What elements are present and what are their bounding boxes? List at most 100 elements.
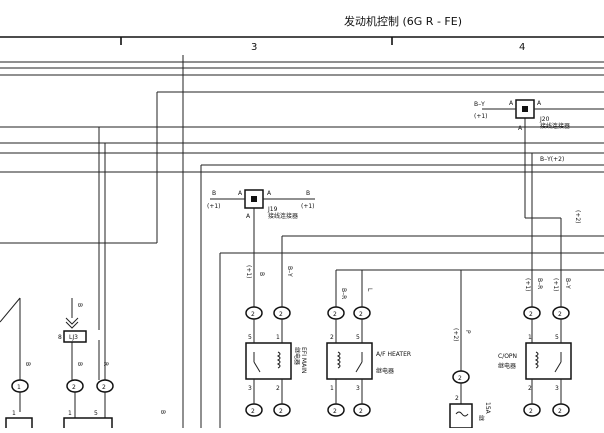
component-left: 1 [5, 410, 33, 433]
svg-text:2: 2 [529, 408, 533, 415]
svg-text:2: 2 [251, 408, 255, 415]
svg-text:EFI MAIN: EFI MAIN [300, 347, 307, 373]
svg-text:5: 5 [555, 334, 559, 341]
svg-text:(+1): (+1) [245, 265, 252, 279]
svg-text:2: 2 [333, 408, 337, 415]
svg-text:A: A [518, 125, 523, 132]
svg-text:2: 2 [455, 395, 459, 402]
harness-lines [0, 61, 604, 271]
svg-text:1: 1 [12, 410, 16, 417]
vertical-wires [0, 55, 562, 428]
svg-text:B: B [24, 362, 31, 366]
svg-text:2: 2 [102, 384, 106, 391]
svg-text:5: 5 [356, 334, 360, 341]
svg-text:1: 1 [330, 385, 334, 392]
pin: 2 [327, 403, 345, 417]
svg-text:2: 2 [276, 385, 280, 392]
svg-text:A: A [509, 100, 514, 107]
svg-text:2: 2 [251, 311, 255, 318]
pin: 2 [353, 403, 371, 417]
pin: 2 [273, 403, 291, 417]
svg-text:继电器: 继电器 [293, 347, 301, 365]
pin: 2 [327, 306, 345, 320]
svg-text:(+2): (+2) [452, 328, 459, 342]
connector-j19: A A A J19 接线连接器 B (+1) B (+1) [207, 189, 315, 220]
svg-text:B–Y: B–Y [474, 101, 485, 108]
svg-text:R: R [102, 362, 109, 366]
pin: 2 [452, 370, 470, 384]
page-title: 发动机控制 (6G R - FE) [344, 14, 462, 28]
relay-af-heater: 2 5 1 3 A/F HEATER 继电器 [326, 319, 411, 404]
svg-text:2: 2 [359, 311, 363, 318]
svg-text:B: B [258, 272, 265, 276]
wire-labels: B (+1) B–Y B–R L P (+2) B–R (+1) B–Y (+1… [24, 210, 581, 414]
svg-text:8: 8 [58, 334, 62, 341]
svg-text:1: 1 [276, 334, 280, 341]
svg-text:B–Y: B–Y [564, 278, 571, 289]
svg-text:A: A [238, 190, 243, 197]
svg-text:A/F HEATER: A/F HEATER [376, 351, 411, 358]
connector-lj3: LJ3 8 [58, 317, 87, 343]
pin: 2 [353, 306, 371, 320]
svg-text:L: L [366, 288, 373, 292]
svg-text:3: 3 [248, 385, 252, 392]
svg-text:继: 继 [477, 415, 485, 421]
connector-j20: A A A J20 接线连接器 B–Y (+1) B–Y(+2) [474, 99, 604, 163]
svg-text:15A: 15A [484, 402, 491, 415]
svg-text:B–R: B–R [340, 288, 347, 299]
pin: 2 [552, 403, 570, 417]
svg-text:继电器: 继电器 [498, 362, 516, 370]
svg-text:B: B [159, 410, 166, 414]
svg-text:A: A [246, 213, 251, 220]
pin: 2 [96, 379, 114, 393]
svg-text:1: 1 [17, 384, 21, 391]
pin: 2 [245, 306, 263, 320]
svg-text:B–Y: B–Y [286, 266, 293, 277]
svg-text:2: 2 [359, 408, 363, 415]
svg-text:2: 2 [528, 385, 532, 392]
relay-c-opn: 1 5 2 3 C/OPN 继电器 [498, 319, 572, 404]
svg-text:2: 2 [72, 384, 76, 391]
svg-text:2: 2 [333, 311, 337, 318]
svg-text:B: B [212, 190, 216, 197]
svg-text:3: 3 [555, 385, 559, 392]
svg-text:2: 2 [558, 408, 562, 415]
svg-text:B–Y(+2): B–Y(+2) [540, 156, 564, 163]
svg-text:J20: J20 [539, 116, 550, 123]
svg-text:J19: J19 [267, 206, 278, 213]
svg-text:2: 2 [529, 311, 533, 318]
svg-text:2: 2 [279, 408, 283, 415]
column-number-3: 3 [251, 42, 257, 53]
relay-efi-main: 5 1 3 2 EFI MAIN 继电器 [245, 319, 307, 404]
svg-text:B: B [76, 362, 83, 366]
svg-text:B–R: B–R [536, 278, 543, 289]
svg-text:B: B [306, 190, 310, 197]
svg-text:A: A [537, 100, 542, 107]
terminal-pins: 2 2 2 2 2 2 2 2 2 2 2 2 2 1 2 2 [11, 306, 570, 417]
svg-text:(+1): (+1) [524, 278, 531, 292]
svg-text:LJ3: LJ3 [69, 334, 78, 341]
svg-text:(+1): (+1) [552, 278, 559, 292]
svg-text:2: 2 [330, 334, 334, 341]
svg-text:A: A [267, 190, 272, 197]
pin: 2 [245, 403, 263, 417]
svg-text:2: 2 [558, 311, 562, 318]
pin: 2 [523, 306, 541, 320]
svg-text:继电器: 继电器 [376, 367, 394, 375]
svg-text:1: 1 [528, 334, 532, 341]
svg-text:5: 5 [94, 410, 98, 417]
svg-text:(+1): (+1) [474, 113, 488, 120]
svg-text:3: 3 [356, 385, 360, 392]
pin: 1 [11, 379, 29, 393]
svg-text:B: B [76, 303, 83, 307]
svg-text:接线连接器: 接线连接器 [268, 212, 298, 220]
pin: 2 [552, 306, 570, 320]
svg-text:2: 2 [279, 311, 283, 318]
svg-text:P: P [464, 330, 471, 334]
svg-text:(+1): (+1) [301, 203, 315, 210]
svg-text:C/OPN: C/OPN [498, 353, 517, 360]
svg-text:(+2): (+2) [574, 210, 581, 224]
svg-text:(+1): (+1) [207, 203, 221, 210]
fuse-15a: 2 15A 继 [449, 383, 491, 429]
